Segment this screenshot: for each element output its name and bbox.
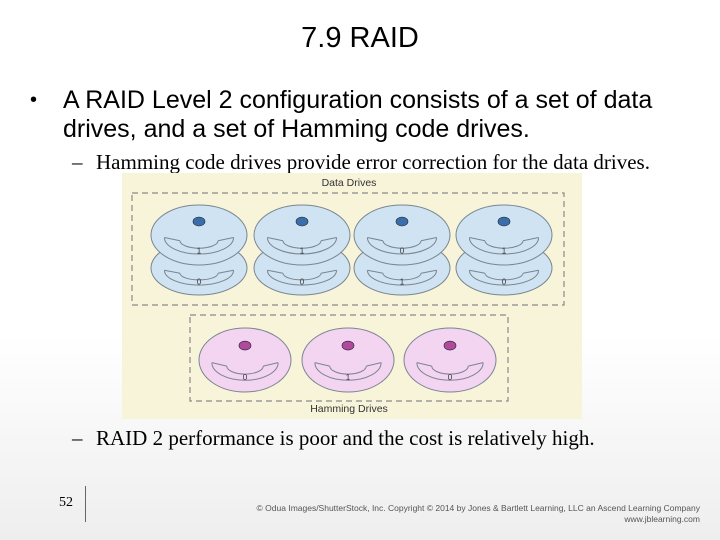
dash-glyph: – — [72, 150, 83, 174]
data-drive: 10 — [353, 204, 451, 296]
bit-label: 0 — [300, 278, 305, 287]
bit-label: 0 — [448, 373, 453, 382]
spindle-hub — [295, 216, 309, 227]
hamming-drives-label: Hamming Drives — [310, 403, 388, 415]
bit-label: 1 — [300, 247, 305, 256]
bit-label: 0 — [243, 373, 248, 382]
upper-platter: 1 — [253, 204, 351, 266]
hamming-drive: 0 — [403, 327, 497, 393]
data-drives-group — [131, 192, 565, 306]
main-bullet-text: A RAID Level 2 configuration consists of… — [63, 86, 653, 143]
bit-label: 0 — [502, 278, 507, 287]
bit-label: 1 — [502, 247, 507, 256]
page-number: 52 — [59, 495, 73, 510]
upper-platter: 0 — [353, 204, 451, 266]
data-drive: 01 — [455, 204, 553, 296]
spindle-hub — [192, 216, 206, 227]
credit-url: www.jblearning.com — [624, 514, 700, 524]
platter: 0 — [198, 327, 292, 393]
bit-label: 1 — [400, 278, 405, 287]
platter: 1 — [301, 327, 395, 393]
hamming-drives: 0 1 0 — [198, 327, 497, 393]
data-drive: 01 — [253, 204, 351, 296]
dash-glyph: – — [72, 426, 83, 450]
data-drive: 01 — [150, 204, 248, 296]
bullet-glyph: • — [30, 89, 38, 111]
spindle-hub — [497, 216, 511, 227]
upper-platter: 1 — [455, 204, 553, 266]
spindle-hub — [443, 340, 457, 351]
hamming-drive: 0 — [198, 327, 292, 393]
credit-line: © Odua Images/ShutterStock, Inc. Copyrig… — [256, 503, 700, 513]
hamming-drive: 1 — [301, 327, 395, 393]
bit-label: 1 — [346, 373, 351, 382]
bit-label: 0 — [400, 247, 405, 256]
spindle-hub — [341, 340, 355, 351]
spindle-hub — [395, 216, 409, 227]
bit-label: 0 — [197, 278, 202, 287]
copyright-credit: © Odua Images/ShutterStock, Inc. Copyrig… — [257, 503, 700, 525]
bit-label: 1 — [197, 247, 202, 256]
spindle-hub — [238, 340, 252, 351]
data-drives-label: Data Drives — [322, 177, 377, 189]
slide-title: 7.9 RAID — [301, 22, 419, 54]
subbullet-text: RAID 2 performance is poor and the cost … — [96, 426, 595, 450]
footer-divider — [85, 486, 86, 522]
platter: 0 — [403, 327, 497, 393]
subbullet-text: Hamming code drives provide error correc… — [96, 150, 650, 174]
upper-platter: 1 — [150, 204, 248, 266]
hamming-drives-group — [189, 314, 509, 402]
